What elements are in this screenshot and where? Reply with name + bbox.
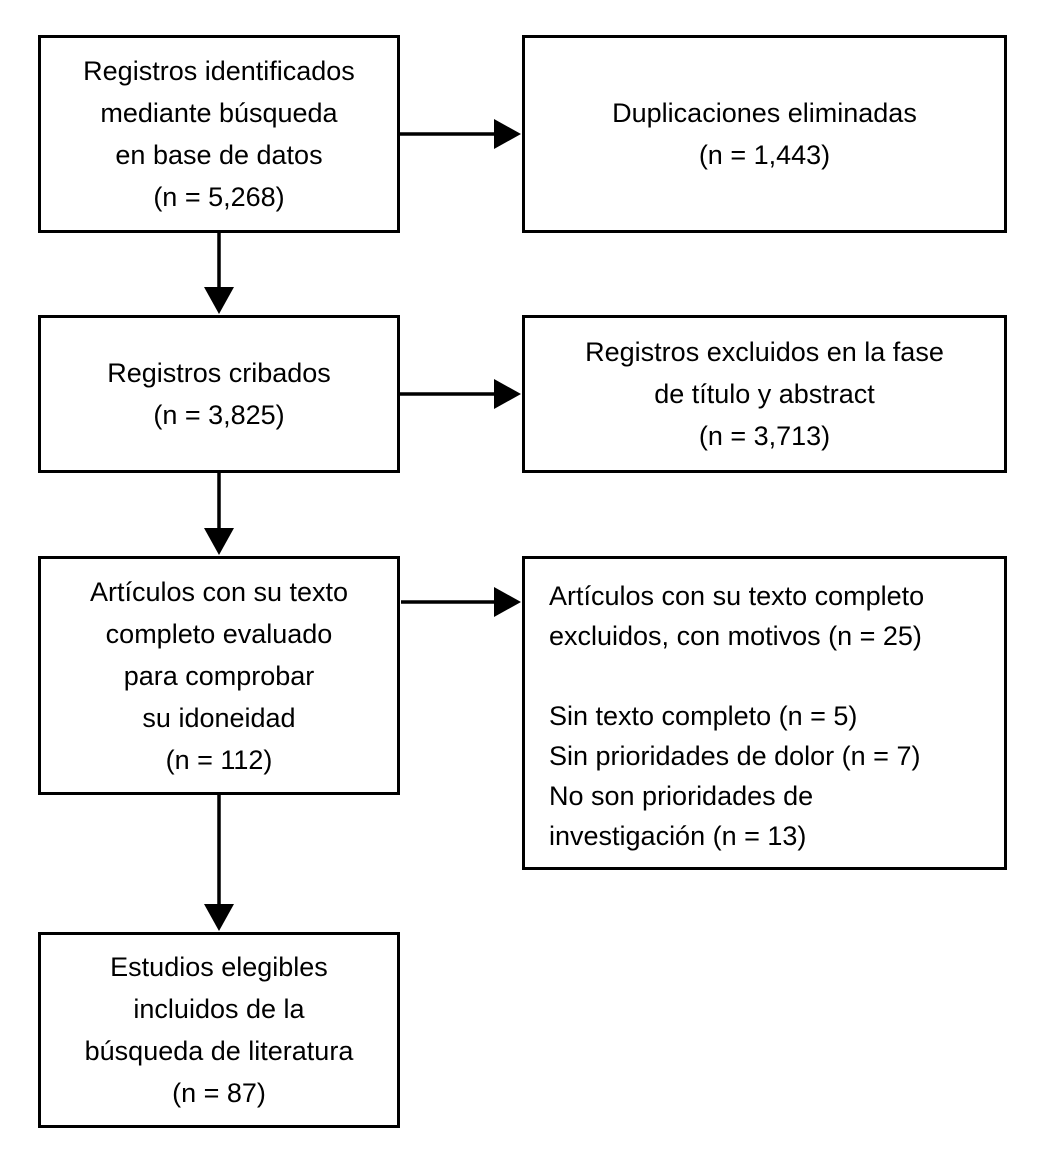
node-fulltext-excluded-label: Artículos con su texto completo excluido… [549, 581, 925, 851]
node-excluded-title-abstract: Registros excluidos en la fase de título… [522, 315, 1007, 473]
node-records-screened-label: Registros cribados (n = 3,825) [107, 358, 331, 430]
arrow-fulltext-to-eligible-icon [204, 795, 234, 931]
arrow-screened-to-fulltext-icon [204, 473, 234, 555]
node-fulltext-assessed-label: Artículos con su texto completo evaluado… [89, 576, 349, 775]
arrow-fulltext-to-excluded-icon [401, 587, 521, 617]
arrow-identified-to-duplicates-icon [400, 119, 521, 149]
arrow-identified-to-screened-icon [204, 233, 234, 314]
node-records-identified: Registros identificados mediante búsqued… [38, 35, 400, 233]
node-records-identified-label: Registros identificados mediante búsqued… [83, 56, 355, 212]
arrow-screened-to-excluded-icon [400, 379, 521, 409]
node-studies-eligible-included: Estudios elegibles incluidos de la búsqu… [38, 932, 400, 1128]
node-fulltext-assessed: Artículos con su texto completo evaluado… [38, 556, 400, 795]
node-excluded-title-abstract-label: Registros excluidos en la fase de título… [585, 337, 944, 451]
node-fulltext-excluded: Artículos con su texto completo excluido… [522, 556, 1007, 870]
node-duplicates-removed-label: Duplicaciones eliminadas (n = 1,443) [612, 98, 917, 170]
node-records-screened: Registros cribados (n = 3,825) [38, 315, 400, 473]
node-studies-eligible-included-label: Estudios elegibles incluidos de la búsqu… [84, 952, 354, 1108]
node-duplicates-removed: Duplicaciones eliminadas (n = 1,443) [522, 35, 1007, 233]
